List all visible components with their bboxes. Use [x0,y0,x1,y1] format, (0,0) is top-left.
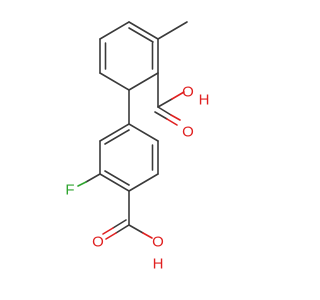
structure-canvas: O O H F O O H [65,21,210,273]
bond-lower-fa [99,123,130,142]
bond-upper-de [99,72,130,91]
bond-upper-acid-oh-red [171,91,185,100]
atom-o-hydroxyl-bottom: O [152,234,164,251]
lower-benzene-ring [99,123,159,192]
bond-lower-de-double [104,170,130,186]
bond-upper-cd [128,72,159,91]
bond-upper-acid-co-dark [157,106,172,116]
bond-upper-ab-double [128,27,154,43]
atom-fluorine: F [65,182,74,199]
atom-o-carbonyl-top: O [182,124,194,141]
bond-lower-acid-co2-red [102,227,114,235]
atom-o-hydroxyl-top: O [182,84,194,101]
atom-h-top: H [199,92,210,109]
bond-c-f-green [77,181,87,187]
bond-upper-acid-co-red [170,114,181,121]
bond-upper-ab [128,21,159,40]
bond-lower-acid-oh-dark [128,224,144,234]
bond-c-f-dark [85,173,101,183]
bond-lower-ab [128,123,159,142]
bond-lower-acid-co-red [105,232,117,240]
bond-lower-acid-oh-red [142,232,153,239]
bond-lower-fa-double [104,129,130,145]
upper-benzene-ring [99,21,159,91]
upper-carboxylic-acid: O O H [154,72,210,141]
bond-upper-acid-co2-red [166,118,178,126]
bond-upper-fa [99,21,130,40]
bond-methyl [157,21,188,40]
atom-o-carbonyl-bottom: O [92,234,104,251]
bond-lower-acid-co-dark [115,224,130,234]
bond-upper-acid-co2-dark [154,111,168,120]
bond-lower-acid-co2-dark [112,219,127,229]
atom-h-bottom: H [153,256,164,273]
lower-carboxylic-acid: O O H [92,190,164,273]
bond-lower-cd [128,173,159,192]
bond-upper-acid-oh-dark [157,98,173,108]
bond-lower-de [99,173,130,192]
molecule-structure: O O H F O O H [65,21,210,273]
fluorine-substituent: F [65,173,101,199]
